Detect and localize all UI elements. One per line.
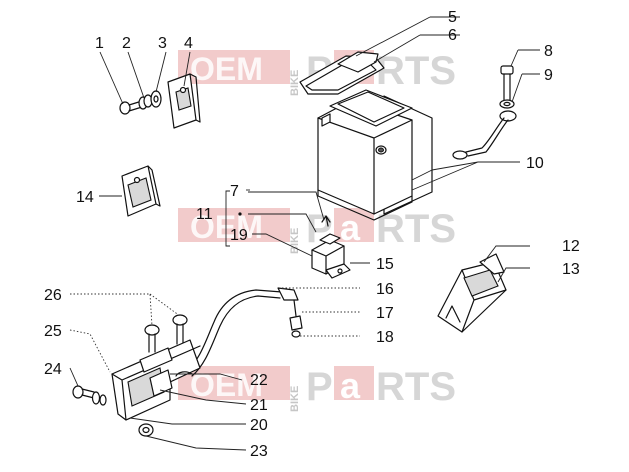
svg-text:RTS: RTS (376, 49, 456, 93)
svg-text:BIKE: BIKE (289, 386, 301, 412)
battery-strap-part-5-6 (299, 51, 385, 95)
watermark-bottom: OEM BIKE P a RTS (178, 365, 456, 412)
callout-21: 21 (250, 397, 268, 414)
svg-text:a: a (340, 365, 361, 406)
callout-13: 13 (562, 261, 580, 278)
relay-part-12-13 (437, 253, 507, 333)
callout-7: 7 (230, 183, 239, 200)
callout-9: 9 (544, 67, 553, 84)
callout-26: 26 (44, 287, 62, 304)
callout-10: 10 (526, 155, 544, 172)
callout-11-dot (238, 212, 242, 216)
washer-part-2 (138, 94, 153, 110)
callout-22: 22 (250, 372, 268, 389)
svg-text:a: a (340, 207, 361, 248)
callout-6: 6 (448, 27, 457, 44)
callout-19: 19 (230, 227, 248, 244)
callout-17: 17 (376, 305, 394, 322)
cable-part-16 (185, 287, 299, 377)
callout-12: 12 (562, 238, 580, 255)
callout-14: 14 (76, 189, 94, 206)
callout-5: 5 (448, 9, 457, 26)
callout-24: 24 (44, 361, 62, 378)
callout-18: 18 (376, 329, 394, 346)
washer-part-9 (499, 99, 515, 109)
svg-text:RTS: RTS (376, 365, 456, 409)
fuse-part-7 (321, 215, 331, 227)
callout-20: 20 (250, 417, 268, 434)
svg-text:BIKE: BIKE (289, 70, 301, 96)
screw-part-24 (72, 385, 95, 399)
callout-15: 15 (376, 256, 394, 273)
svg-text:OEM: OEM (190, 367, 263, 403)
washer-part-3 (150, 90, 162, 108)
bracket-part-14 (121, 165, 161, 217)
callout-8: 8 (544, 43, 553, 60)
callout-1: 1 (95, 35, 104, 52)
callout-labels: 1 2 3 4 5 6 7 8 9 10 11 12 13 14 15 16 1… (44, 9, 580, 460)
svg-text:BIKE: BIKE (289, 228, 301, 254)
callout-23: 23 (250, 443, 268, 460)
relay-part-15 (311, 233, 351, 279)
leader-lines (69, 16, 540, 451)
svg-text:OEM: OEM (190, 51, 263, 87)
battery-cable (452, 110, 517, 160)
grommet-part-23 (138, 423, 154, 437)
terminal-part-18 (291, 330, 301, 338)
clip-part-21-22 (149, 369, 173, 397)
callout-25: 25 (44, 323, 62, 340)
bracket-part-4 (167, 73, 201, 129)
washer-part-25 (91, 391, 107, 406)
callout-3: 3 (158, 35, 167, 52)
bolt-part-8 (500, 65, 514, 101)
bolt-part-26-left (144, 324, 160, 353)
callout-4: 4 (184, 35, 193, 52)
svg-text:RTS: RTS (376, 207, 456, 251)
callout-11: 11 (196, 206, 213, 223)
battery (317, 89, 433, 221)
bolt-part-26-right (172, 314, 188, 345)
callout-16: 16 (376, 281, 394, 298)
callout-2: 2 (122, 35, 131, 52)
terminal-part-17 (289, 299, 303, 331)
svg-text:P: P (306, 365, 333, 409)
